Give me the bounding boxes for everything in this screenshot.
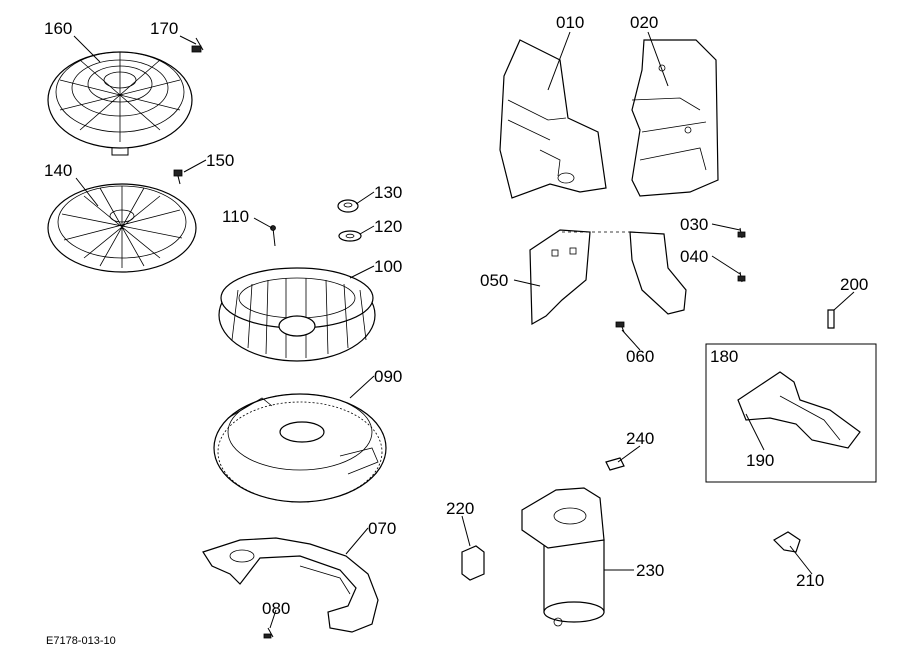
callout-230: 230 <box>636 561 664 580</box>
callout-120: 120 <box>374 217 402 236</box>
callout-150: 150 <box>206 151 234 170</box>
callout-200: 200 <box>840 275 868 294</box>
callout-090: 090 <box>374 367 402 386</box>
callout-160: 160 <box>44 19 72 38</box>
callout-040: 040 <box>680 247 708 266</box>
callout-050: 050 <box>480 271 508 290</box>
part-100-flywheel <box>218 267 376 362</box>
callout-210: 210 <box>796 571 824 590</box>
part-060-bolt <box>615 321 625 333</box>
part-210-clamp <box>773 531 801 553</box>
part-090-ring-gear <box>213 393 387 503</box>
callout-240: 240 <box>626 429 654 448</box>
part-080-bolt <box>263 627 274 639</box>
part-140-fan <box>47 183 197 273</box>
callout-070: 070 <box>368 519 396 538</box>
callout-100: 100 <box>374 257 402 276</box>
part-200-bolt <box>827 309 835 329</box>
part-050-bracket <box>529 229 687 326</box>
part-020-housing <box>631 39 719 197</box>
part-040-bolt <box>737 271 746 283</box>
callout-190: 190 <box>746 451 774 470</box>
part-130-nut <box>337 199 359 213</box>
part-220-cap <box>461 545 485 581</box>
part-120-washer <box>338 230 362 242</box>
callout-110: 110 <box>222 207 249 226</box>
callout-140: 140 <box>44 161 72 180</box>
part-070-shroud <box>202 537 379 633</box>
part-010-housing <box>499 39 607 199</box>
part-150-bolt <box>173 169 183 185</box>
callout-030: 030 <box>680 215 708 234</box>
callout-labels: 160 170 140 150 110 130 120 100 090 070 … <box>44 13 868 647</box>
callout-220: 220 <box>446 499 474 518</box>
part-230-starter <box>521 487 605 627</box>
part-170-bolt <box>191 37 204 53</box>
callout-020: 020 <box>630 13 658 32</box>
callout-170: 170 <box>150 19 178 38</box>
part-180-group <box>705 343 877 483</box>
part-030-bolt <box>737 227 746 239</box>
callout-080: 080 <box>262 599 290 618</box>
part-110-pin <box>270 225 276 247</box>
leader-lines <box>73 31 855 629</box>
part-160-screen <box>47 51 193 156</box>
callout-130: 130 <box>374 183 402 202</box>
callout-180: 180 <box>710 347 738 366</box>
callout-010: 010 <box>556 13 584 32</box>
callout-060: 060 <box>626 347 654 366</box>
drawing-reference: E7178-013-10 <box>46 635 116 647</box>
